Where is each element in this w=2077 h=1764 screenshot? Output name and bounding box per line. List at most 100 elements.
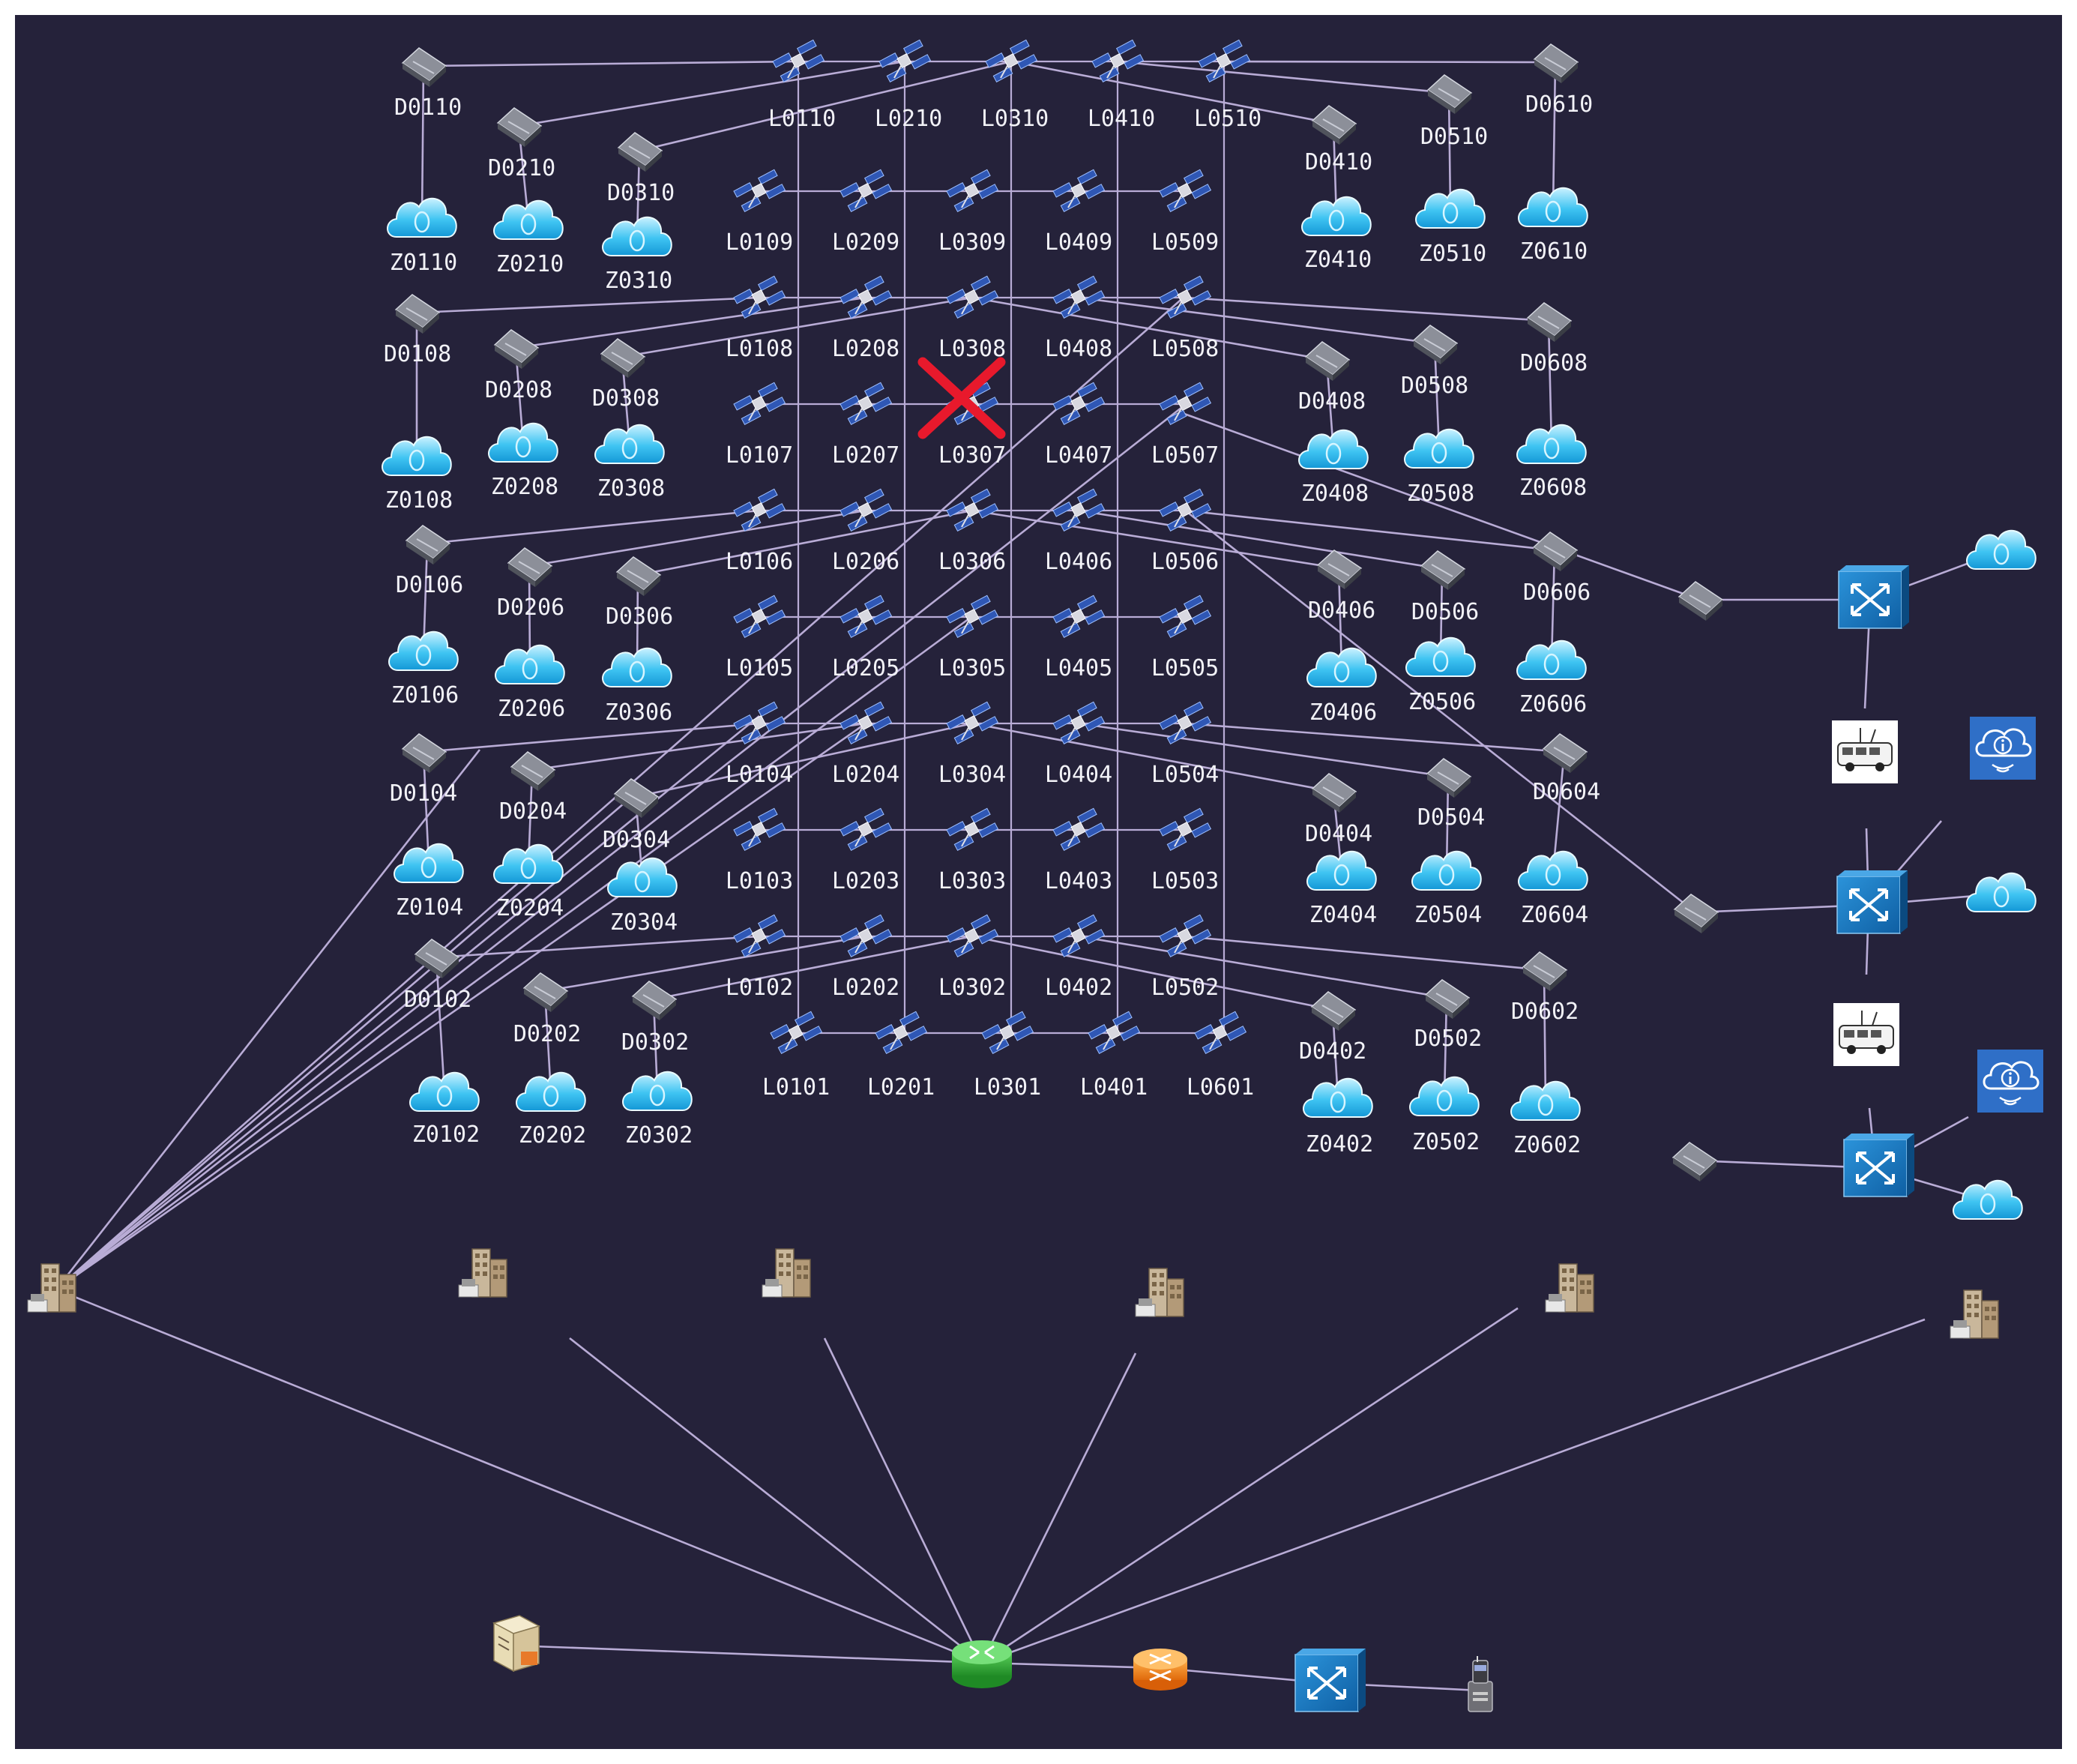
satellite-icon[interactable] (946, 701, 999, 745)
satellite-icon[interactable] (839, 807, 893, 852)
satellite-icon[interactable] (1159, 594, 1212, 639)
gateway-device-icon[interactable] (1427, 74, 1472, 115)
gateway-device-icon[interactable] (395, 294, 440, 334)
gateway-device-icon[interactable] (1426, 758, 1471, 798)
network-switch-icon[interactable] (1836, 869, 1909, 935)
cloud-user-icon[interactable] (1510, 1080, 1582, 1122)
cloud-user-icon[interactable] (1965, 872, 2037, 913)
gateway-device-icon[interactable] (1534, 43, 1579, 84)
satellite-icon[interactable] (733, 275, 786, 319)
satellite-icon[interactable] (1052, 488, 1106, 532)
network-switch-icon[interactable] (1842, 1132, 1916, 1198)
gateway-device-icon[interactable] (600, 338, 645, 379)
gateway-device-icon[interactable] (494, 329, 539, 370)
cloud-user-icon[interactable] (487, 422, 559, 463)
gateway-device-icon[interactable] (616, 556, 661, 597)
cloud-user-icon[interactable] (1516, 424, 1588, 465)
cloud-user-icon[interactable] (381, 436, 453, 477)
cloud-user-icon[interactable] (386, 197, 458, 238)
satellite-icon[interactable] (1052, 594, 1106, 639)
cloud-user-icon[interactable] (492, 843, 564, 885)
satellite-icon[interactable] (981, 1011, 1034, 1055)
cloud-user-icon[interactable] (1952, 1179, 2024, 1220)
gateway-device-icon[interactable] (1522, 951, 1567, 992)
gateway-device-icon[interactable] (1543, 733, 1588, 774)
building-icon[interactable] (1545, 1263, 1594, 1313)
satellite-icon[interactable] (946, 169, 999, 213)
satellite-icon[interactable] (1052, 701, 1106, 745)
cloud-user-icon[interactable] (1297, 429, 1369, 470)
gateway-device-icon[interactable] (523, 972, 568, 1013)
cloud-user-icon[interactable] (1517, 187, 1589, 228)
satellite-icon[interactable] (946, 594, 999, 639)
building-icon[interactable] (1135, 1268, 1184, 1317)
router-icon[interactable] (1132, 1647, 1189, 1692)
gateway-device-icon[interactable] (1311, 991, 1356, 1032)
satellite-icon[interactable] (875, 1011, 928, 1055)
satellite-icon[interactable] (839, 382, 893, 426)
building-icon[interactable] (762, 1248, 811, 1298)
gateway-device-icon[interactable] (402, 733, 447, 774)
router-icon[interactable] (950, 1639, 1013, 1690)
cloud-user-icon[interactable] (601, 647, 673, 688)
network-switch-icon[interactable] (1294, 1647, 1367, 1713)
server-icon[interactable] (493, 1615, 540, 1672)
satellite-icon[interactable] (733, 807, 786, 852)
satellite-icon[interactable] (946, 275, 999, 319)
satellite-icon[interactable] (1159, 169, 1212, 213)
satellite-icon[interactable] (1088, 1011, 1141, 1055)
gateway-device-icon[interactable] (1672, 1142, 1717, 1182)
gateway-device-icon[interactable] (1312, 105, 1357, 145)
cloud-user-icon[interactable] (1306, 850, 1378, 891)
phone-icon[interactable] (1468, 1655, 1493, 1712)
gateway-device-icon[interactable] (1533, 532, 1578, 572)
cloud-user-icon[interactable] (621, 1071, 693, 1112)
gateway-device-icon[interactable] (1678, 581, 1723, 621)
satellite-icon[interactable] (1159, 382, 1212, 426)
gateway-device-icon[interactable] (497, 107, 542, 148)
satellite-icon[interactable] (733, 594, 786, 639)
satellite-icon[interactable] (1159, 807, 1212, 852)
cloud-user-icon[interactable] (1411, 850, 1483, 891)
cloud-user-icon[interactable] (1414, 188, 1486, 229)
gateway-device-icon[interactable] (618, 132, 663, 172)
cloud-user-icon[interactable] (409, 1071, 480, 1113)
building-icon[interactable] (458, 1248, 507, 1298)
cloud-info-icon[interactable] (1968, 715, 2037, 781)
gateway-device-icon[interactable] (1527, 302, 1572, 343)
cloud-info-icon[interactable] (1976, 1048, 2045, 1114)
gateway-device-icon[interactable] (507, 547, 552, 588)
satellite-icon[interactable] (839, 594, 893, 639)
cloud-user-icon[interactable] (494, 644, 566, 685)
satellite-icon[interactable] (1194, 1011, 1247, 1055)
cloud-user-icon[interactable] (1516, 639, 1588, 681)
gateway-device-icon[interactable] (1420, 550, 1465, 591)
satellite-icon[interactable] (733, 169, 786, 213)
cloud-user-icon[interactable] (1403, 428, 1475, 469)
gateway-device-icon[interactable] (1312, 773, 1357, 813)
gateway-device-icon[interactable] (415, 939, 459, 979)
cloud-user-icon[interactable] (393, 843, 465, 884)
gateway-device-icon[interactable] (1413, 325, 1458, 365)
gateway-device-icon[interactable] (402, 47, 447, 88)
building-icon[interactable] (1950, 1289, 1999, 1339)
cloud-user-icon[interactable] (1965, 529, 2037, 571)
satellite-icon[interactable] (946, 807, 999, 852)
cloud-user-icon[interactable] (1302, 1077, 1374, 1119)
satellite-icon[interactable] (839, 488, 893, 532)
cloud-user-icon[interactable] (515, 1071, 587, 1113)
cloud-user-icon[interactable] (1517, 850, 1589, 891)
satellite-icon[interactable] (839, 914, 893, 958)
vehicle-icon[interactable] (1831, 720, 1899, 784)
cloud-user-icon[interactable] (601, 216, 673, 257)
satellite-icon[interactable] (1052, 275, 1106, 319)
gateway-device-icon[interactable] (1317, 550, 1362, 590)
gateway-device-icon[interactable] (1305, 341, 1350, 382)
satellite-icon[interactable] (733, 382, 786, 426)
gateway-device-icon[interactable] (510, 751, 555, 792)
cloud-user-icon[interactable] (1408, 1076, 1480, 1117)
satellite-icon[interactable] (1052, 807, 1106, 852)
gateway-device-icon[interactable] (406, 525, 450, 565)
gateway-device-icon[interactable] (632, 981, 677, 1021)
satellite-icon[interactable] (946, 488, 999, 532)
